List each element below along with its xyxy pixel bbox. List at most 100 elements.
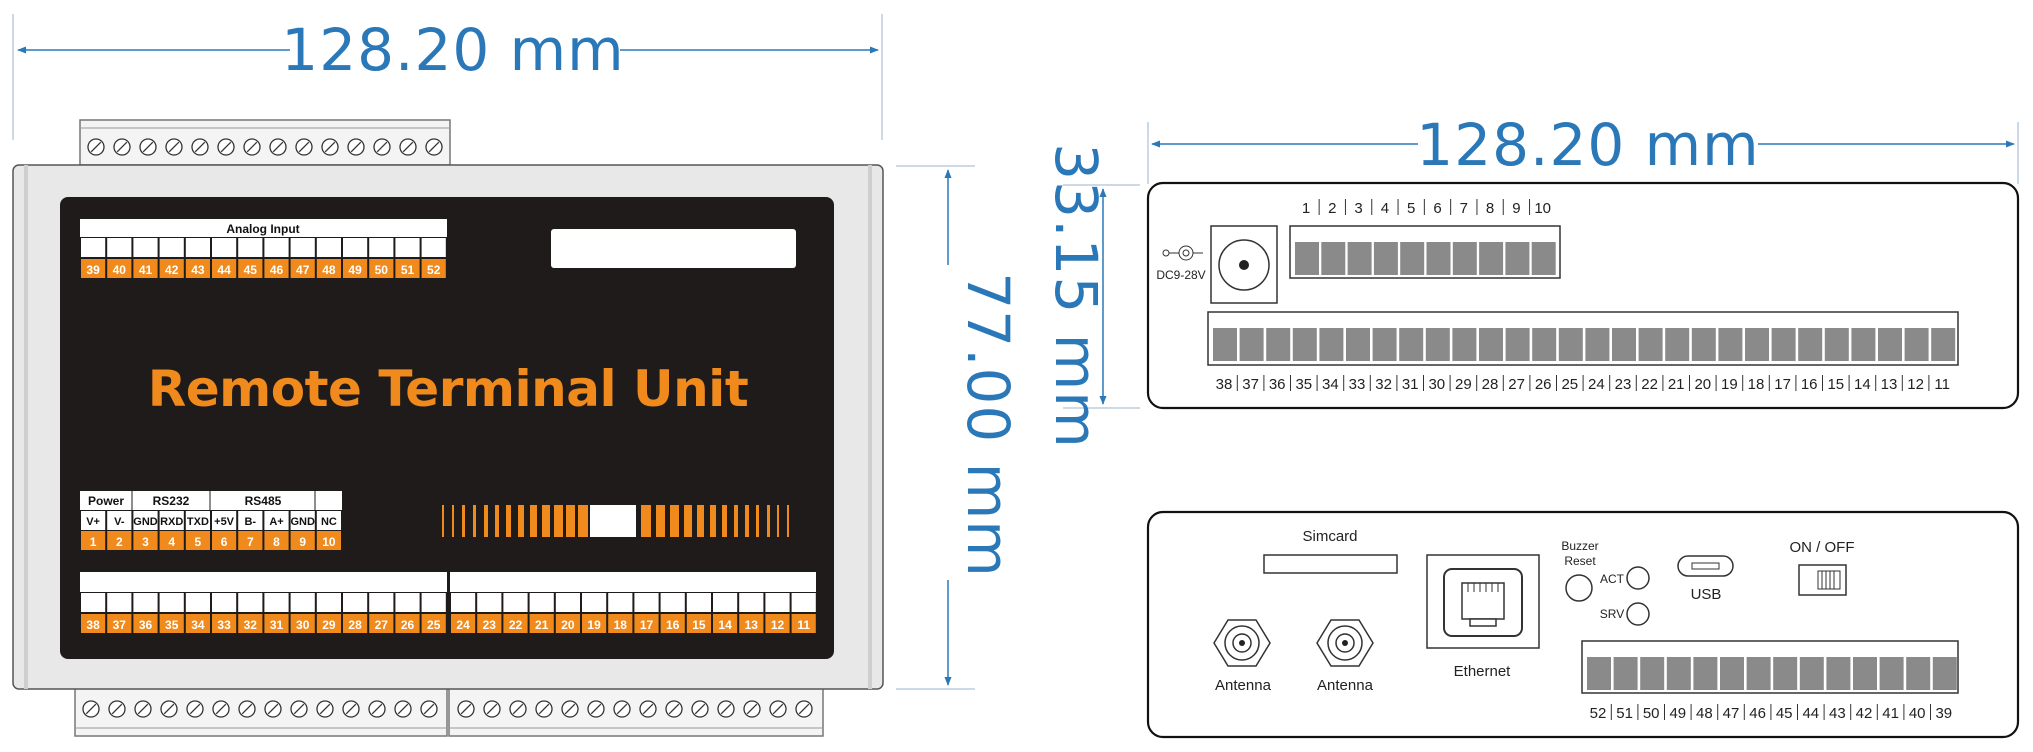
screw-slot (111, 703, 123, 715)
led-bar (656, 505, 665, 537)
pin-number: 47 (296, 263, 310, 277)
pin-number-label: 13 (1881, 376, 1898, 393)
pin-number: 44 (217, 263, 231, 277)
reset-label: Reset (1564, 554, 1596, 568)
pin-number-label: 30 (1428, 376, 1445, 393)
connector-pin (1773, 657, 1798, 690)
pin-number-label: 16 (1801, 376, 1818, 393)
led-bar (484, 505, 488, 537)
pin-number-cell (107, 614, 132, 633)
pin-number: 42 (165, 263, 179, 277)
pin-label-cell (421, 238, 446, 257)
side-height-label: 33.15 mm (1042, 143, 1110, 448)
connector-pin (1931, 328, 1956, 361)
pin-number-cell (159, 614, 184, 633)
pin-number: 25 (427, 618, 441, 632)
pin-number: 37 (113, 618, 127, 632)
pin-number-label: 8 (1486, 200, 1494, 217)
signal-pin-number: 7 (247, 535, 254, 549)
signal-label-cell (81, 511, 106, 530)
connector-pin (1879, 657, 1904, 690)
signal-pin-number: 9 (299, 535, 306, 549)
pin-number-cell (290, 614, 315, 633)
screw-slot (512, 703, 524, 715)
pin-label-cell (451, 593, 476, 612)
screw-slot (168, 141, 180, 153)
led-bar (506, 505, 511, 537)
led-strip (442, 505, 789, 537)
screw-slot (402, 141, 414, 153)
signal-pin-cell (185, 531, 210, 550)
pin-number-cell (765, 614, 790, 633)
pin-number-label: 26 (1535, 376, 1552, 393)
pin-number: 22 (509, 618, 523, 632)
pin-number: 46 (270, 263, 284, 277)
pin-number-label: 39 (1935, 705, 1952, 722)
pin-number-cell (421, 614, 446, 633)
connector-pin (1771, 328, 1796, 361)
signal-pin-cell (212, 531, 237, 550)
led-bar (710, 505, 716, 537)
pin-number-cell (81, 259, 106, 278)
screw-slot (460, 703, 472, 715)
connector-pin (1798, 328, 1823, 361)
pin-number-cell (421, 259, 446, 278)
screw-slot (293, 703, 305, 715)
led-bar (756, 505, 759, 537)
power-switch (1798, 564, 1847, 596)
pin-label-cell (185, 593, 210, 612)
pin-label-cell (133, 238, 158, 257)
enclosure-inner-edge-left (24, 165, 28, 689)
pin-label-cell (660, 593, 685, 612)
screw-slot (137, 703, 149, 715)
screw-slot (590, 703, 602, 715)
pin-label-cell (159, 238, 184, 257)
pin-number: 26 (401, 618, 415, 632)
pin-number-label: 18 (1748, 376, 1765, 393)
signal-label: +5V (214, 516, 235, 528)
screw-slot (694, 703, 706, 715)
rs232-header: RS232 (153, 494, 190, 508)
pin-number-label: 45 (1776, 705, 1793, 722)
pin-number-cell (369, 259, 394, 278)
pin-label-cell (238, 238, 263, 257)
pin-number-label: 17 (1774, 376, 1791, 393)
pin-number-label: 21 (1668, 376, 1685, 393)
usb-label: USB (1691, 586, 1722, 603)
connector-pin (1665, 328, 1690, 361)
pin-number: 20 (561, 618, 575, 632)
connector-pin (1851, 328, 1876, 361)
connector-pin (1452, 242, 1477, 275)
connector-pin (1213, 328, 1237, 361)
screw-slot (397, 703, 409, 715)
pin-number-label: 24 (1588, 376, 1605, 393)
signal-pin-cell (81, 531, 106, 550)
screw-slot (772, 703, 784, 715)
screw-slot (371, 703, 383, 715)
pin-label-cell (503, 593, 528, 612)
pin-number-label: 41 (1882, 705, 1899, 722)
pin-label-cell (713, 593, 738, 612)
pin-number: 49 (348, 263, 362, 277)
pin-number-cell (791, 614, 816, 633)
pin-number-cell (451, 614, 476, 633)
signal-label-cell (159, 511, 184, 530)
pin-label-cell (159, 593, 184, 612)
screw-slot (423, 703, 435, 715)
pin-number-cell (660, 614, 685, 633)
pin-number-label: 23 (1615, 376, 1632, 393)
connector-pin (1720, 657, 1744, 690)
pin-number-cell (713, 614, 738, 633)
pin-number-cell (395, 259, 420, 278)
connector-pin (1400, 242, 1425, 275)
connector-pin (1319, 328, 1344, 361)
signal-label-cell (238, 511, 263, 530)
pin-number-label: 5 (1407, 200, 1415, 217)
pin-number-label: 4 (1381, 200, 1389, 217)
connector-pin (1693, 657, 1718, 690)
pin-number-cell (477, 614, 502, 633)
pin-number-label: 15 (1827, 376, 1844, 393)
